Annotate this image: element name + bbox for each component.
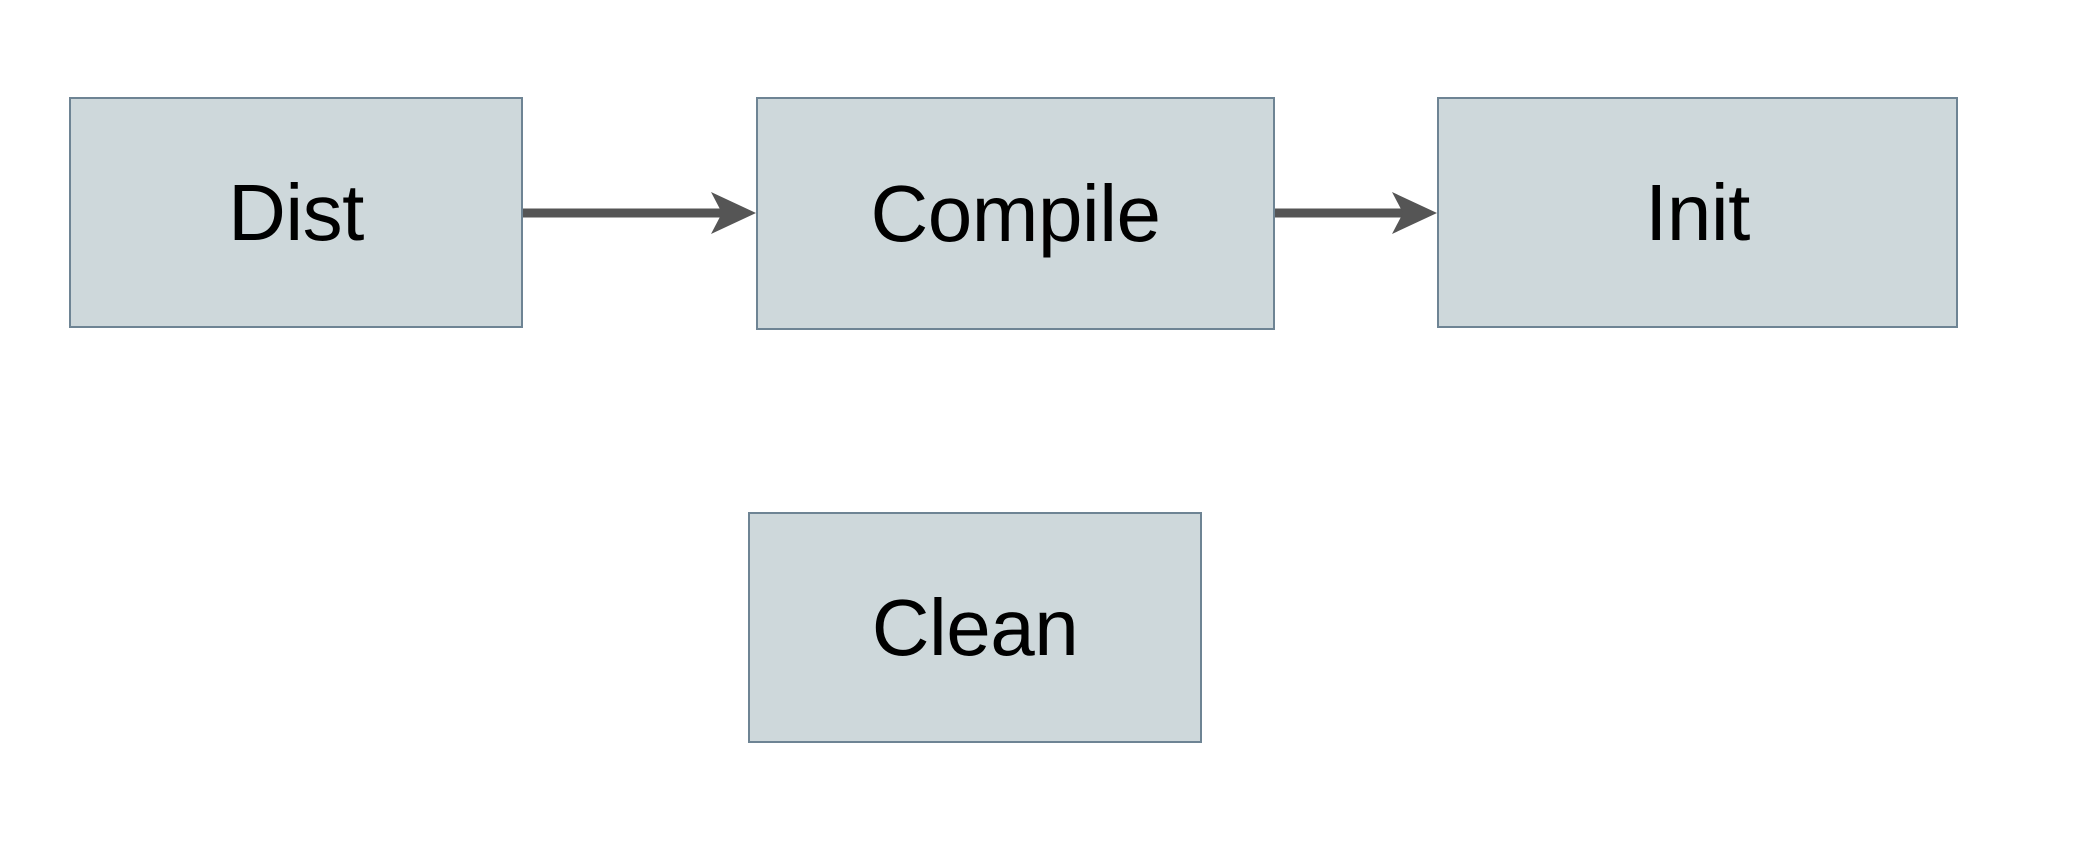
node-compile[interactable]: Compile	[756, 97, 1275, 330]
edge-compile-to-init	[1275, 192, 1437, 234]
node-dist-label: Dist	[228, 167, 364, 257]
node-compile-label: Compile	[870, 168, 1161, 258]
node-dist[interactable]: Dist	[69, 97, 523, 328]
node-clean[interactable]: Clean	[748, 512, 1202, 743]
edge-dist-to-compile	[523, 192, 756, 234]
node-init-label: Init	[1645, 167, 1750, 257]
node-clean-label: Clean	[871, 582, 1079, 672]
node-init[interactable]: Init	[1437, 97, 1958, 328]
